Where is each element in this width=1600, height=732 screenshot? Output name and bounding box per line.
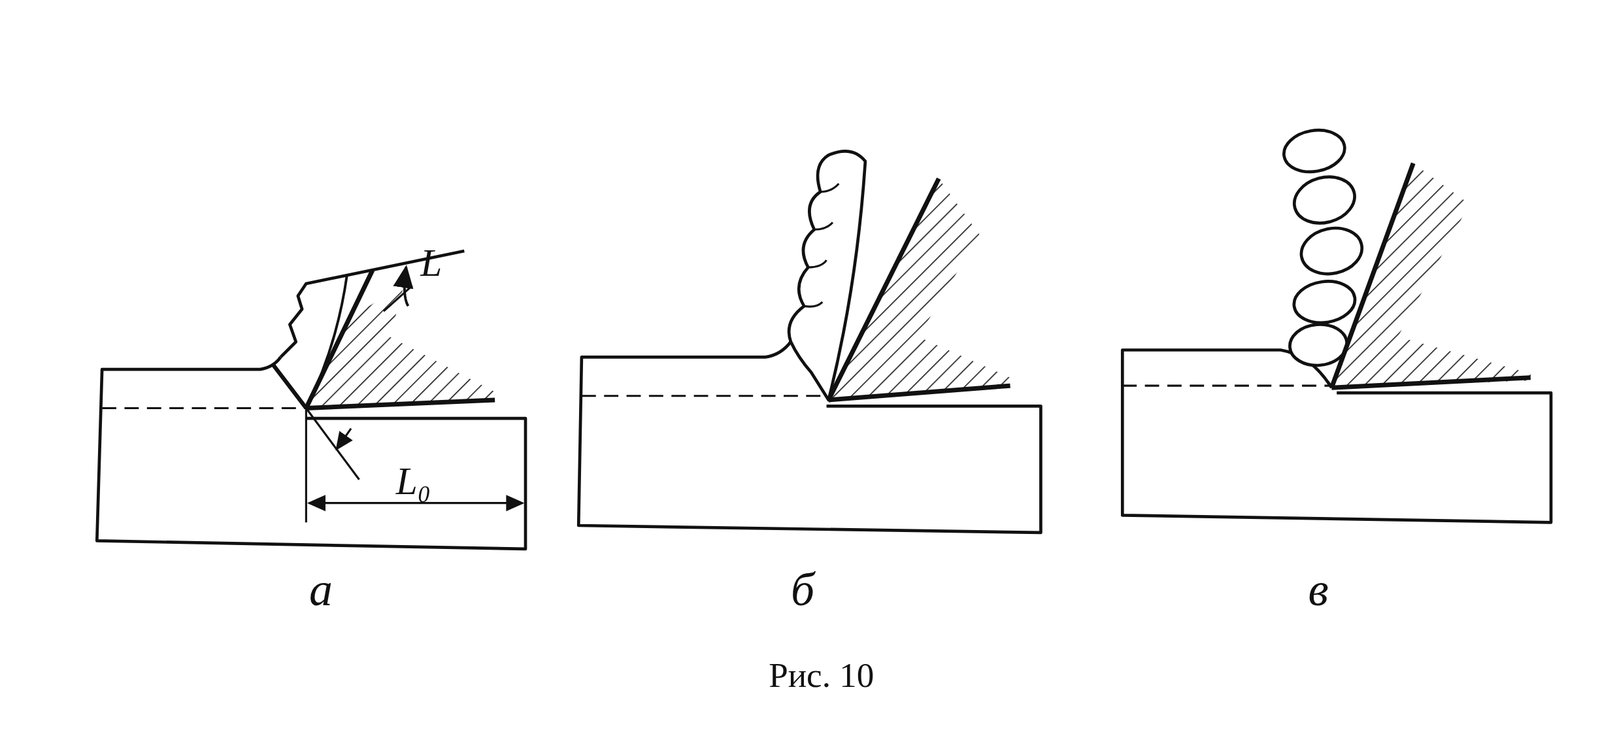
- panel-letter: а: [309, 566, 333, 614]
- panel-letter: в: [1307, 566, 1329, 614]
- panel-letter: б: [790, 566, 815, 614]
- dimension-label: L: [420, 243, 442, 282]
- figure-caption: Рис. 10: [768, 658, 874, 693]
- dimension-label: L₀: [396, 461, 432, 500]
